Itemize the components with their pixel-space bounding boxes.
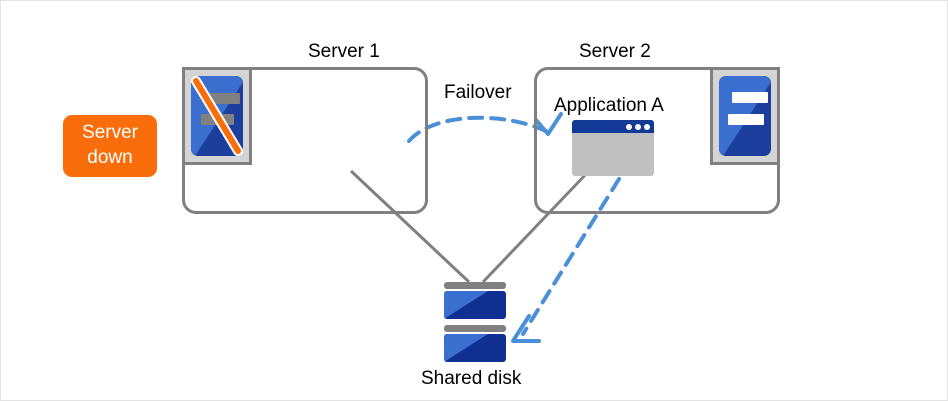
status-badge-line-1: Server (82, 122, 138, 144)
shared-disk-label: Shared disk (421, 368, 522, 389)
server2-machine-body (719, 76, 771, 156)
shared-disk-icon (444, 282, 506, 362)
window-dot-1 (626, 123, 632, 130)
disk-cap-upper (444, 282, 506, 289)
failover-label: Failover (444, 82, 512, 103)
server2-indicator-bar-1 (732, 92, 768, 103)
server1-indicator-bar-1 (207, 93, 240, 104)
disk-cap-lower (444, 325, 506, 332)
disk-unit-lower (444, 325, 506, 362)
server1-machine-icon (182, 67, 252, 165)
failover-arrow (407, 115, 548, 143)
window-dot-3 (644, 123, 650, 130)
window-dot-2 (635, 123, 641, 130)
application-window-icon (572, 120, 654, 176)
server-down-slash-icon (191, 76, 243, 156)
server2-indicator-bar-2 (728, 114, 764, 125)
server1-title: Server 1 (308, 41, 380, 62)
server-down-status-badge: Server down (63, 115, 157, 177)
disk-body-lower (444, 334, 506, 362)
disk-body-upper (444, 291, 506, 319)
app-to-disk-arrowhead (511, 314, 541, 343)
disk-unit-upper (444, 282, 506, 319)
application-label: Application A (554, 95, 664, 116)
application-window-titlebar (572, 120, 654, 133)
server2-machine-icon (710, 67, 780, 165)
server2-title: Server 2 (579, 41, 651, 62)
status-badge-line-2: down (87, 147, 133, 168)
